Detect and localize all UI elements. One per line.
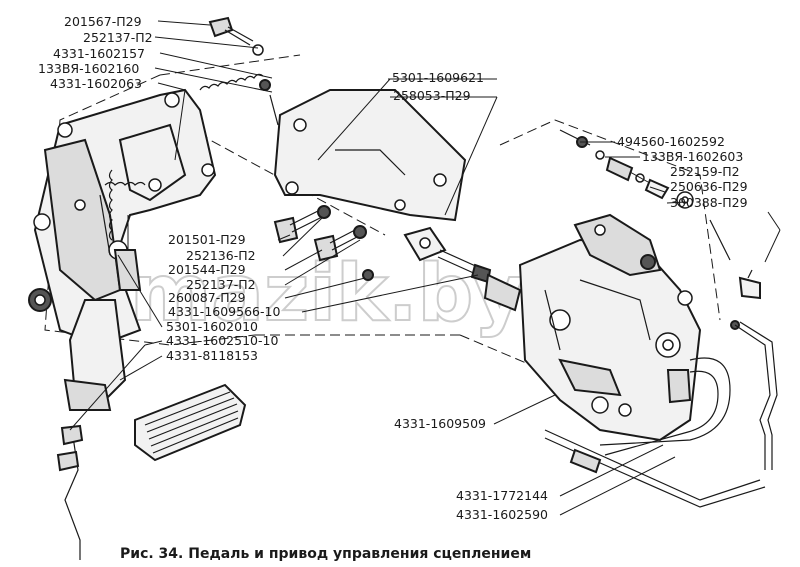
part-label: 4331-1609566-10	[168, 304, 280, 319]
part-label: 5301-1602010	[166, 319, 258, 334]
part-label: 494560-1602592	[617, 134, 725, 149]
part-label: 258053-П29	[393, 88, 471, 103]
top-bolts-spring	[199, 16, 279, 126]
clutch-booster	[518, 213, 702, 442]
leader-lines	[69, 20, 781, 516]
part-label: 5301-1609621	[392, 70, 484, 85]
hoses-pipes	[56, 219, 778, 560]
part-label: 4331-1609509	[394, 416, 486, 431]
part-label: 4331-1602157	[53, 46, 145, 61]
part-label: 250636-П29	[670, 179, 748, 194]
part-label: 201567-П29	[64, 14, 142, 29]
part-label: 201544-П29	[168, 262, 246, 277]
part-label: 252137-П2	[83, 30, 153, 45]
part-label: 252136-П2	[186, 248, 256, 263]
part-label: 201501-П29	[168, 232, 246, 247]
part-label: 4331-1602510-10	[166, 333, 278, 348]
part-label: 252137-П2	[186, 277, 256, 292]
cylinder-bracket-plate	[273, 89, 467, 222]
part-labels: 201567-П29 252137-П2 4331-1602157 133ВЯ-…	[38, 14, 748, 522]
part-label: 300388-П29	[670, 195, 748, 210]
watermark: mazik.by	[130, 249, 524, 339]
figure-caption: Рис. 34. Педаль и привод управления сцеп…	[120, 546, 531, 562]
assembly-dashed-lines	[44, 54, 721, 391]
part-label: 4331-1602590	[456, 507, 548, 522]
part-label: 133ВЯ-1602603	[642, 149, 743, 164]
center-bolts	[273, 205, 374, 281]
part-label: 133ВЯ-1602160	[38, 61, 139, 76]
part-label: 252159-П2	[670, 164, 740, 179]
part-label: 260087-П29	[168, 290, 246, 305]
pushrod-clevis	[403, 226, 522, 312]
part-label: 4331-8118153	[166, 348, 258, 363]
part-label: 4331-1772144	[456, 488, 548, 503]
part-label: 4331-1602063	[50, 76, 142, 91]
pedal-bracket	[28, 88, 247, 462]
